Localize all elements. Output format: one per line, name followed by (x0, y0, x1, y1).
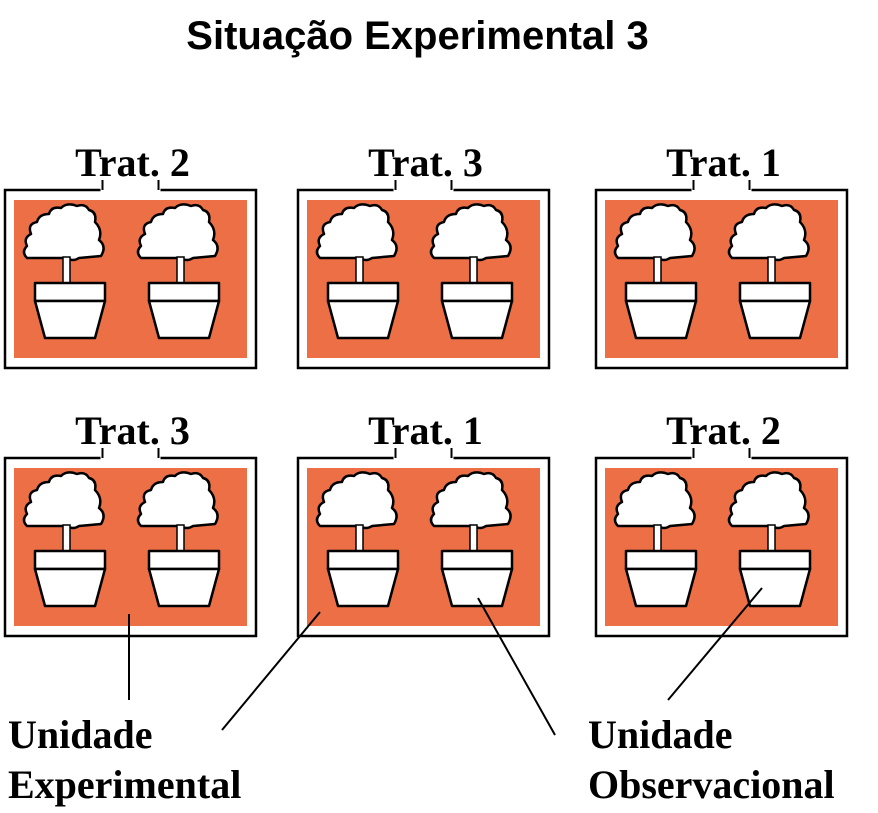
leader-experimental-unit-2 (221, 611, 321, 731)
treatment-label: Trat. 3 (368, 140, 483, 185)
observational-unit-label-line1: Unidade (588, 712, 733, 757)
treatment-label: Trat. 2 (666, 408, 781, 453)
experimental-unit-3: Trat. 1 (594, 140, 849, 370)
experimental-unit-2: Trat. 3 (296, 140, 551, 370)
diagram-title: Situação Experimental 3 (186, 14, 649, 58)
experimental-unit-6: Trat. 2 (594, 408, 849, 638)
treatment-label: Trat. 3 (75, 408, 190, 453)
treatment-label: Trat. 2 (75, 140, 190, 185)
experimental-unit-label-line2: Experimental (8, 762, 241, 807)
experimental-unit-1: Trat. 2 (3, 140, 258, 370)
experimental-unit-5: Trat. 1 (296, 408, 551, 638)
observational-unit-label-line2: Observacional (588, 762, 835, 807)
leader-observational-unit-2 (667, 587, 763, 701)
treatment-label: Trat. 1 (368, 408, 483, 453)
experimental-unit-label-line1: Unidade (8, 712, 153, 757)
treatment-label: Trat. 1 (666, 140, 781, 185)
leader-observational-unit-1 (477, 597, 556, 736)
experimental-unit-4: Trat. 3 (3, 408, 258, 638)
